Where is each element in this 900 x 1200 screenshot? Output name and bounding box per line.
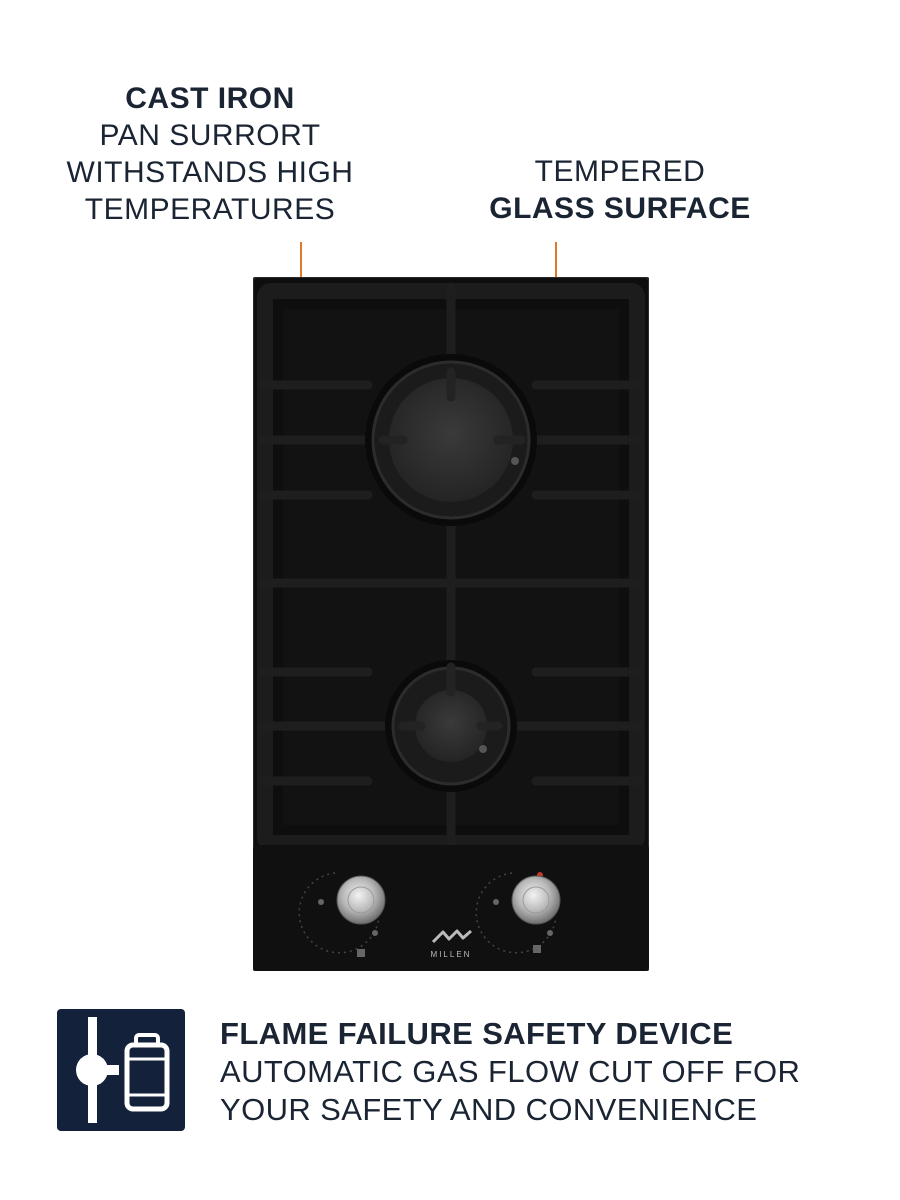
burner-indicator-icons xyxy=(318,899,553,957)
brand-name: MILLEN xyxy=(431,950,472,959)
control-panel xyxy=(253,845,649,971)
cast-iron-title: CAST IRON xyxy=(125,82,295,115)
safety-feature: FLAME FAILURE SAFETY DEVICE AUTOMATIC GA… xyxy=(57,1009,857,1134)
cast-iron-line-1: PAN SURRORT xyxy=(99,119,321,152)
left-control-knob xyxy=(298,872,386,954)
feature-text: FLAME FAILURE SAFETY DEVICE AUTOMATIC GA… xyxy=(220,1015,860,1129)
millen-logo: MILLEN xyxy=(431,929,472,959)
cast-iron-leader-line xyxy=(300,242,302,300)
burner-spokes xyxy=(378,367,526,731)
glass-title: GLASS SURFACE xyxy=(489,192,751,225)
gas-cooktop-image: MILLEN xyxy=(253,277,649,971)
feature-title: FLAME FAILURE SAFETY DEVICE xyxy=(220,1016,734,1051)
cast-iron-line-3: TEMPERATURES xyxy=(84,193,336,226)
right-control-knob xyxy=(475,872,561,954)
large-burner xyxy=(365,354,537,526)
glass-callout: TEMPERED GLASS SURFACE xyxy=(470,153,770,227)
glass-line-1: TEMPERED xyxy=(534,155,706,188)
feature-desc-line-2: YOUR SAFETY AND CONVENIENCE xyxy=(220,1092,758,1127)
small-burner xyxy=(385,660,517,792)
pan-support-bars xyxy=(258,282,644,850)
cast-iron-callout: CAST IRON PAN SURRORT WITHSTANDS HIGH TE… xyxy=(40,80,380,228)
gas-cylinder-valve-icon xyxy=(57,1009,185,1131)
cast-iron-line-2: WITHSTANDS HIGH xyxy=(66,156,354,189)
feature-desc-line-1: AUTOMATIC GAS FLOW CUT OFF FOR xyxy=(220,1054,801,1089)
